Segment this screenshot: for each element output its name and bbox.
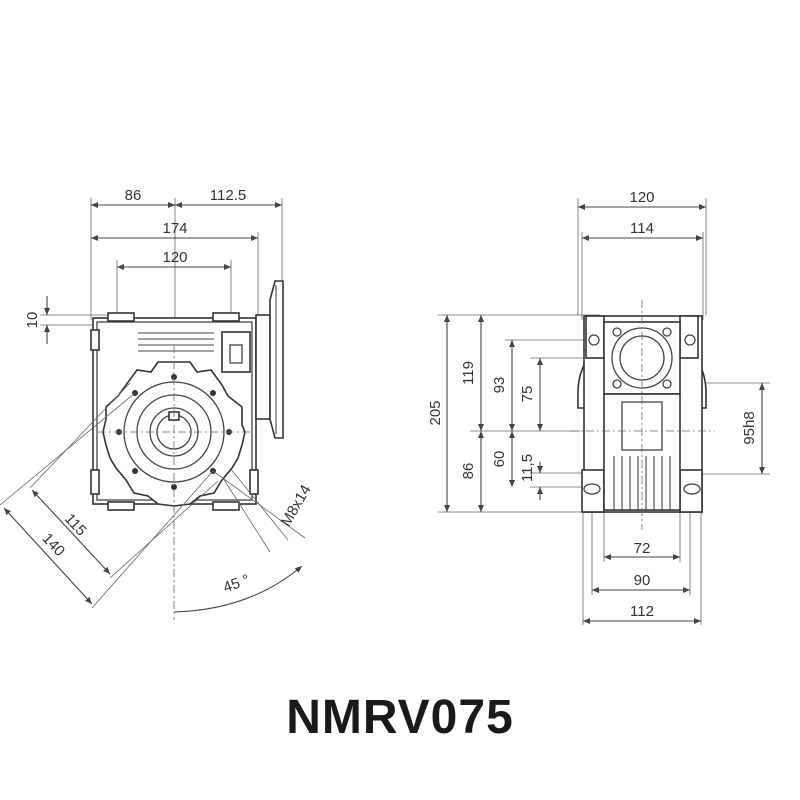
dim-top-right: 112.5 [210,187,246,204]
dim-width-outer: 120 [629,189,654,206]
dim-height-total: 205 [427,400,444,425]
front-extension-lines [40,198,283,326]
dim-flange: 120 [162,249,187,266]
front-view: 86 112.5 174 120 10 115 140 M8x14 45 ° [0,187,315,620]
dim-bolt-circle: 115 [61,510,90,539]
front-diagonal-dims [0,382,306,613]
dim-height-75: 75 [519,386,536,403]
dim-angle: 45 ° [221,571,252,596]
front-centerlines [98,345,250,620]
side-housing [577,315,707,513]
dim-base-90: 90 [634,572,651,589]
dim-height-93: 93 [491,377,508,394]
front-dimension-lines [44,202,282,344]
dim-upper-height: 119 [460,361,477,385]
side-dimension-lines [444,204,765,624]
dim-thread: M8x14 [277,482,314,529]
dim-base-72: 72 [634,540,651,557]
dim-bore: 95h8 [741,411,758,444]
dim-overall: 174 [162,220,187,237]
front-input-flange [255,280,284,439]
dim-height-11-5: 11,5 [519,454,536,482]
dim-top-left: 86 [125,187,142,204]
dim-height-60: 60 [491,451,508,468]
side-view: 120 114 205 119 86 93 60 75 11,5 95h8 72… [427,189,770,625]
dim-lower-height: 86 [460,463,477,480]
dim-base-112: 112 [630,603,654,620]
dim-offset: 10 [24,312,41,329]
dim-outer-circle: 140 [39,530,69,560]
dim-width-inner: 114 [630,220,654,237]
side-centerlines [570,300,715,530]
model-title: NMRV075 [286,691,514,744]
